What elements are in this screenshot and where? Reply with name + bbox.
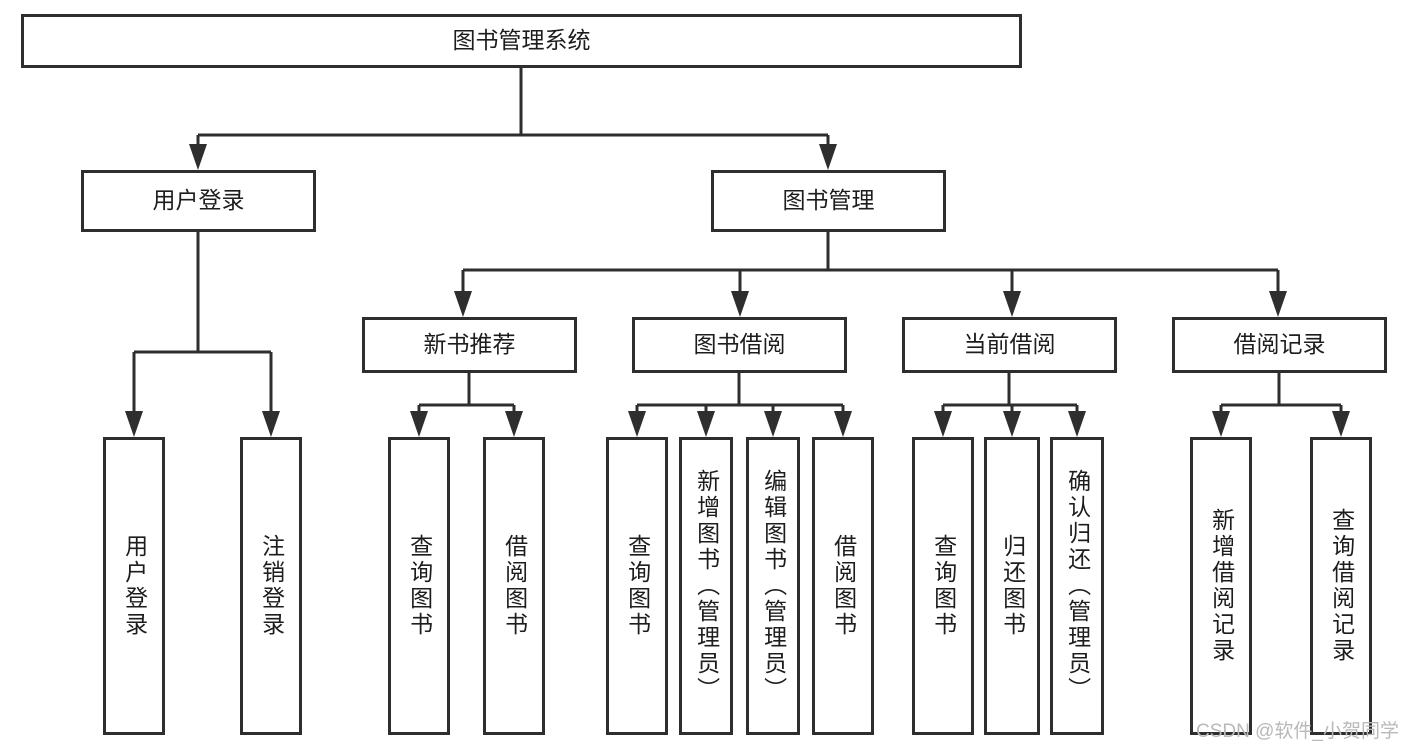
level2-node-box-当前借阅[interactable] <box>902 317 1117 373</box>
connector-login-to-leaves <box>125 232 280 437</box>
level2-node-box-借阅记录[interactable] <box>1172 317 1387 373</box>
leaf-node-box-用户登录[interactable] <box>103 437 165 735</box>
node-box-layer <box>21 14 1387 735</box>
leaf-node-box-新增借阅记录[interactable] <box>1190 437 1252 735</box>
arrow-head-icon <box>934 411 952 437</box>
arrow-head-icon <box>410 411 428 437</box>
leaf-node-box-查询图书[interactable] <box>912 437 974 735</box>
level1-node-label-图书管理: 图书管理 <box>783 187 875 213</box>
connector-current-to-leaves <box>934 373 1086 437</box>
arrow-head-icon <box>1269 291 1287 317</box>
connector-newbooks-to-leaves <box>410 373 523 437</box>
root-node-label-图书管理系统: 图书管理系统 <box>453 27 591 53</box>
arrow-head-icon <box>1332 411 1350 437</box>
leaf-node-box-借阅图书[interactable] <box>483 437 545 735</box>
connector-records-to-leaves <box>1212 373 1350 437</box>
arrow-head-icon <box>189 144 207 170</box>
arrow-head-icon <box>1003 291 1021 317</box>
connector-borrow-to-leaves <box>628 373 852 437</box>
arrow-head-icon <box>731 291 749 317</box>
leaf-node-box-查询图书[interactable] <box>606 437 668 735</box>
connector-layer <box>125 68 1350 437</box>
arrow-head-icon <box>628 411 646 437</box>
leaf-node-box-借阅图书[interactable] <box>812 437 874 735</box>
level1-node-label-用户登录: 用户登录 <box>153 187 245 213</box>
arrow-head-icon <box>834 411 852 437</box>
arrow-head-icon <box>819 144 837 170</box>
leaf-node-box-确认归还管理员[interactable] <box>1050 437 1104 735</box>
connector-books-to-level2 <box>454 232 1287 317</box>
connector-root-to-level1 <box>189 68 837 170</box>
level2-node-label-图书借阅: 图书借阅 <box>694 331 786 357</box>
arrow-head-icon <box>1212 411 1230 437</box>
arrow-head-icon <box>1003 411 1021 437</box>
leaf-node-box-编辑图书管理员[interactable] <box>746 437 800 735</box>
level1-node-box-图书管理[interactable] <box>711 170 946 232</box>
leaf-node-box-查询借阅记录[interactable] <box>1310 437 1372 735</box>
level2-node-label-借阅记录: 借阅记录 <box>1234 331 1326 357</box>
level2-node-box-图书借阅[interactable] <box>632 317 847 373</box>
csdn-watermark: CSDN @软件_小贺同学 <box>1196 721 1399 742</box>
leaf-node-box-查询图书[interactable] <box>388 437 450 735</box>
level2-node-box-新书推荐[interactable] <box>362 317 577 373</box>
arrow-head-icon <box>262 411 280 437</box>
level2-node-label-新书推荐: 新书推荐 <box>424 331 516 357</box>
root-node-box-图书管理系统[interactable] <box>21 14 1022 68</box>
arrow-head-icon <box>764 411 782 437</box>
leaf-node-box-新增图书管理员[interactable] <box>679 437 733 735</box>
leaf-node-box-注销登录[interactable] <box>240 437 302 735</box>
arrow-head-icon <box>1068 411 1086 437</box>
arrow-head-icon <box>505 411 523 437</box>
level1-node-box-用户登录[interactable] <box>81 170 316 232</box>
arrow-head-icon <box>454 291 472 317</box>
leaf-node-box-归还图书[interactable] <box>984 437 1040 735</box>
arrow-head-icon <box>125 411 143 437</box>
arrow-head-icon <box>697 411 715 437</box>
level2-node-label-当前借阅: 当前借阅 <box>964 331 1056 357</box>
